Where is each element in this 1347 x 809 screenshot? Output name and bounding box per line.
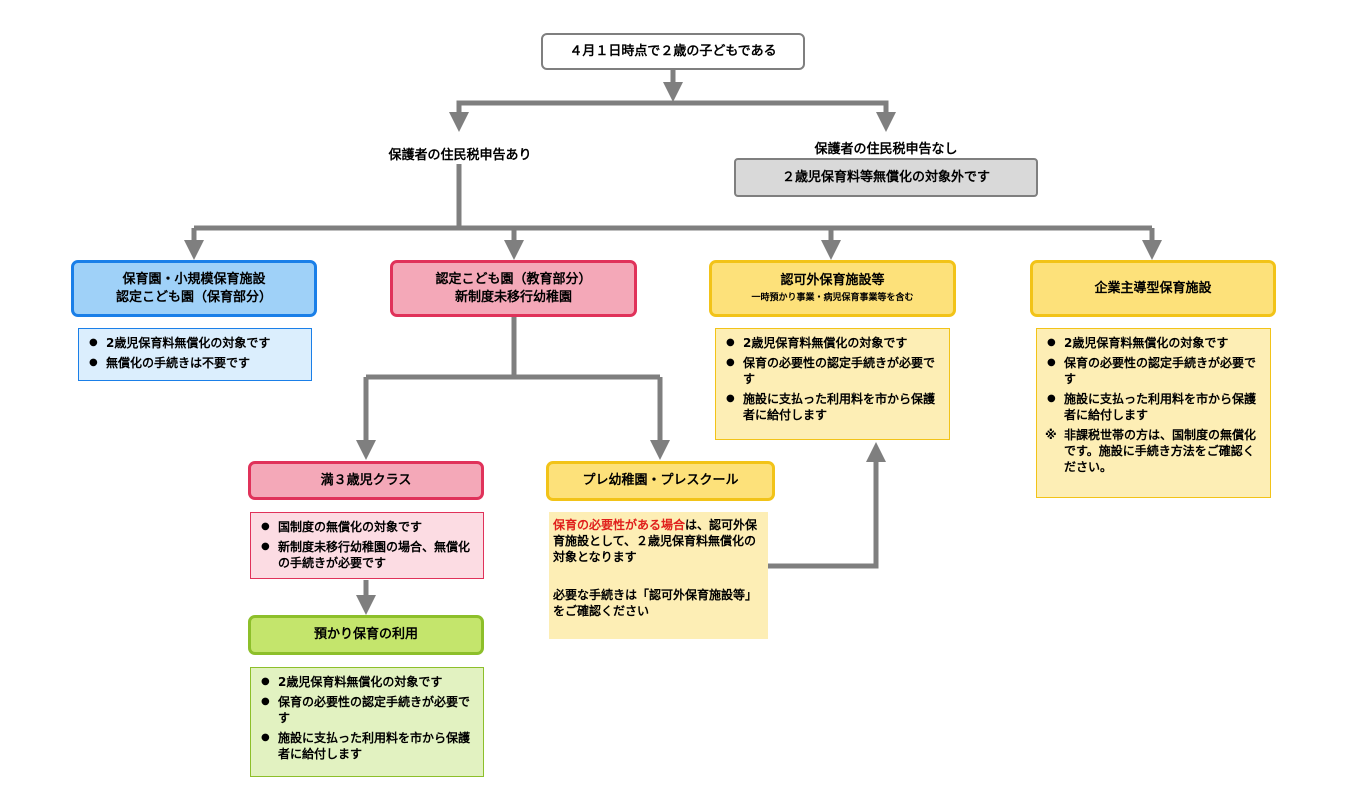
- pre-school-label: プレ幼稚園・プレスクール: [582, 473, 739, 488]
- facility-ninkagai-line1: 認可外保育施設等: [780, 273, 885, 288]
- list-item: 2歳児保育料無償化の対象です: [85, 335, 305, 351]
- facility-kodomoen-box: 認定こども園（教育部分） 新制度未移行幼稚園: [390, 260, 637, 317]
- list-item: 国制度の無償化の対象です: [257, 519, 477, 535]
- facility-kodomoen-line2: 新制度未移行幼稚園: [454, 289, 572, 305]
- branch-yes-label: 保護者の住民税申告あり: [388, 148, 532, 163]
- facility-ninkagai-box: 認可外保育施設等 一時預かり事業・病児保育事業等を含む: [709, 260, 956, 317]
- not-eligible-box: ２歳児保育料等無償化の対象外です: [734, 158, 1038, 197]
- root-question-text: ４月１日時点で２歳の子どもである: [569, 43, 777, 59]
- pre-school-note1: 保育の必要性がある場合は、認可外保育施設として、２歳児保育料無償化の対象となりま…: [553, 517, 764, 565]
- facility-kigyo-box: 企業主導型保育施設: [1030, 260, 1276, 317]
- facility-kodomoen-line1: 認定こども園（教育部分）: [435, 271, 592, 287]
- facility-hoikuen-line2: 認定こども園（保育部分）: [115, 289, 272, 305]
- class3-notes: 国制度の無償化の対象です 新制度未移行幼稚園の場合、無償化の手続きが必要です: [250, 512, 484, 579]
- facility-hoikuen-notes: 2歳児保育料無償化の対象です 無償化の手続きは不要です: [78, 328, 312, 381]
- facility-ninkagai-sub: 一時預かり事業・病児保育事業等を含む: [751, 293, 914, 303]
- branch-no-label: 保護者の住民税申告なし: [814, 142, 958, 157]
- list-item: 2歳児保育料無償化の対象です: [257, 674, 477, 690]
- pre-school-note2: 必要な手続きは「認可外保育施設等」をご確認ください: [553, 588, 758, 618]
- facility-kigyo-extra-note: ※ 非課税世帯の方は、国制度の無償化です。施設に手続き方法をご確認ください。: [1043, 427, 1264, 475]
- not-eligible-text: ２歳児保育料等無償化の対象外です: [781, 169, 990, 185]
- list-item: 施設に支払った利用料を市から保護者に給付します: [257, 730, 477, 762]
- root-question-box: ４月１日時点で２歳の子どもである: [541, 33, 805, 70]
- list-item: 2歳児保育料無償化の対象です: [722, 335, 943, 351]
- list-item: 2歳児保育料無償化の対象です: [1043, 335, 1264, 351]
- list-item: 施設に支払った利用料を市から保護者に給付します: [722, 391, 943, 423]
- list-item: 施設に支払った利用料を市から保護者に給付します: [1043, 391, 1264, 423]
- pre-school-notes: 保育の必要性がある場合は、認可外保育施設として、２歳児保育料無償化の対象となりま…: [549, 512, 768, 639]
- pre-school-note1-highlight: 保育の必要性がある場合: [553, 518, 686, 532]
- azukari-label: 預かり保育の利用: [313, 627, 418, 642]
- facility-hoikuen-box: 保育園・小規模保育施設 認定こども園（保育部分）: [71, 260, 317, 317]
- list-item: 新制度未移行幼稚園の場合、無償化の手続きが必要です: [257, 539, 477, 571]
- list-item: 保育の必要性の認定手続きが必要です: [257, 694, 477, 726]
- facility-kigyo-line1: 企業主導型保育施設: [1094, 280, 1212, 296]
- azukari-box: 預かり保育の利用: [248, 615, 484, 655]
- facility-ninkagai-notes: 2歳児保育料無償化の対象です 保育の必要性の認定手続きが必要です 施設に支払った…: [715, 328, 950, 440]
- pre-school-note1-rest: は、認可外保育施設として、２歳児保育料無償化の対象となります: [553, 518, 758, 564]
- pre-school-box: プレ幼稚園・プレスクール: [546, 461, 775, 501]
- list-item: 保育の必要性の認定手続きが必要です: [1043, 355, 1264, 387]
- class3-box: 満３歳児クラス: [248, 461, 484, 500]
- facility-hoikuen-line1: 保育園・小規模保育施設: [122, 271, 266, 287]
- azukari-notes: 2歳児保育料無償化の対象です 保育の必要性の認定手続きが必要です 施設に支払った…: [250, 667, 484, 777]
- facility-kigyo-notes: 2歳児保育料無償化の対象です 保育の必要性の認定手続きが必要です 施設に支払った…: [1036, 328, 1271, 498]
- list-item: 保育の必要性の認定手続きが必要です: [722, 355, 943, 387]
- facility-kigyo-extra-text: 非課税世帯の方は、国制度の無償化です。施設に手続き方法をご確認ください。: [1064, 428, 1257, 474]
- class3-label: 満３歳児クラス: [320, 472, 412, 488]
- list-item: 無償化の手続きは不要です: [85, 355, 305, 371]
- reference-mark: ※: [1045, 428, 1057, 442]
